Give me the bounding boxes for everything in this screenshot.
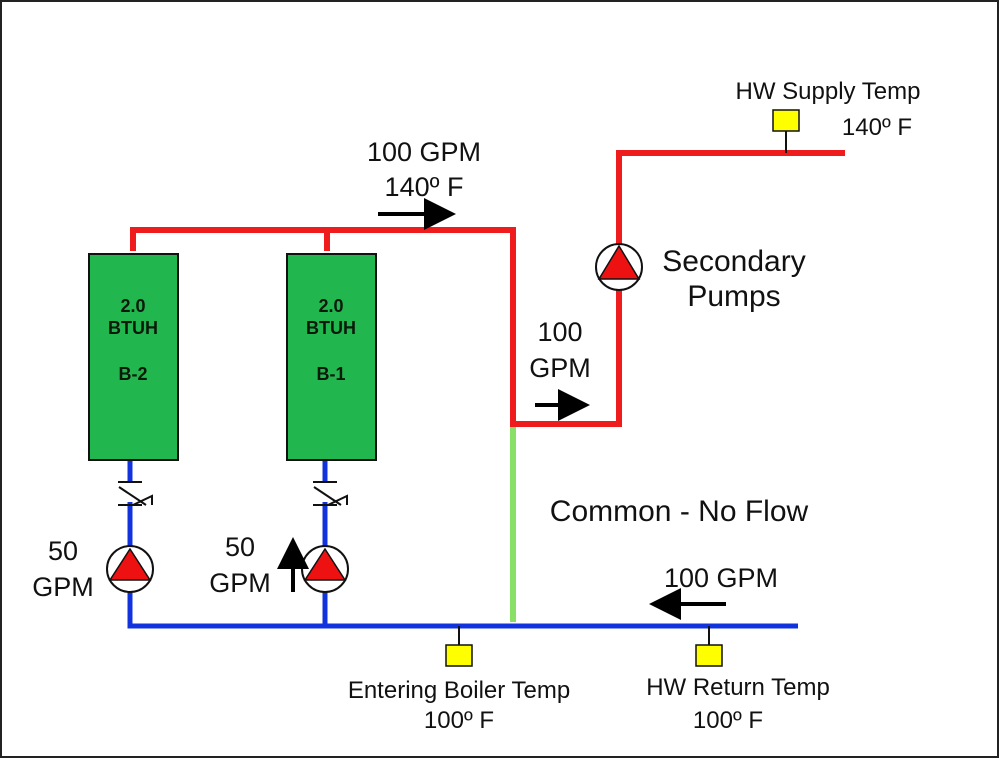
pump-icon	[301, 545, 349, 593]
secondary-pumps-label: Pumps	[687, 280, 780, 313]
boiler-unit: BTUH	[108, 318, 158, 338]
boiler-capacity: 2.0	[120, 296, 145, 316]
pump-b2-flow-unit-label: GPM	[32, 572, 94, 602]
common-pipe-label: Common - No Flow	[550, 495, 809, 528]
boiler-unit: BTUH	[306, 318, 356, 338]
check-valve-icon	[313, 481, 348, 506]
hw-return-temp-value: 100º F	[693, 707, 763, 734]
hw-supply-temp-label: HW Supply Temp	[736, 78, 921, 105]
pump-b1-flow-unit-label: GPM	[209, 568, 271, 598]
boiler-b2: 2.0 BTUH B-2	[88, 253, 179, 461]
supply-flow-label: 100 GPM	[367, 137, 481, 167]
pump-icon	[106, 545, 154, 593]
temperature-sensor-icon	[445, 626, 473, 667]
check-valve-icon	[118, 481, 153, 506]
pump-b1-flow-label: 50	[225, 532, 255, 562]
pump-b2-flow-label: 50	[48, 536, 78, 566]
boiler-body	[286, 253, 377, 461]
secondary-flow-label: 100	[537, 317, 582, 347]
boiler-tag: B-1	[316, 364, 345, 384]
temperature-sensor-icon	[695, 626, 723, 667]
supply-temp-label: 140º F	[385, 172, 464, 202]
temperature-sensor-icon	[772, 109, 800, 153]
supply-pipe	[130, 150, 845, 427]
hw-supply-temp-value: 140º F	[842, 114, 912, 141]
secondary-pumps-label: Secondary	[662, 245, 805, 278]
entering-boiler-temp-value: 100º F	[424, 707, 494, 734]
entering-boiler-temp-label: Entering Boiler Temp	[348, 677, 570, 704]
boiler-body	[88, 253, 179, 461]
return-flow-label: 100 GPM	[664, 563, 778, 593]
supply-piping	[130, 150, 845, 427]
secondary-flow-unit-label: GPM	[529, 353, 591, 383]
boiler-b1: 2.0 BTUH B-1	[286, 253, 377, 461]
pump-icon	[595, 243, 643, 291]
return-pipe	[127, 460, 798, 629]
boiler-tag: B-2	[118, 364, 147, 384]
hw-return-temp-label: HW Return Temp	[646, 674, 830, 701]
boiler-capacity: 2.0	[318, 296, 343, 316]
